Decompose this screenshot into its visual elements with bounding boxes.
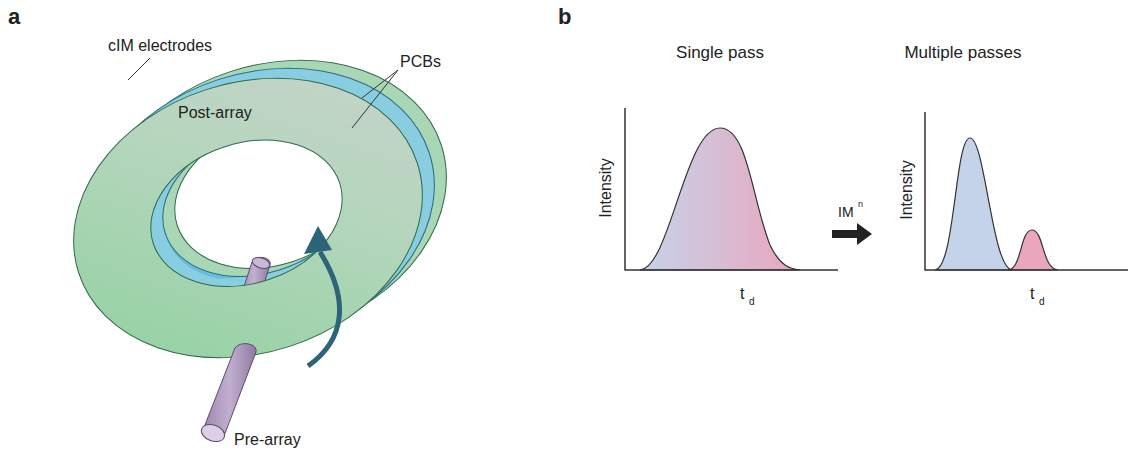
operation-label: IM: [838, 205, 854, 219]
peak-curve: [640, 128, 800, 270]
panel-title: Single pass: [676, 44, 764, 61]
leader-line: [352, 70, 398, 128]
leader-line: [128, 58, 150, 80]
axis-label: t: [1030, 286, 1034, 302]
panel-letter: b: [558, 6, 571, 28]
axis-label: Intensity: [899, 160, 915, 220]
leader-line: [362, 70, 398, 98]
axis-subscript: d: [749, 297, 755, 307]
peak-curve: [935, 138, 1012, 270]
axis-label: t: [740, 286, 744, 302]
transition-arrow: [832, 223, 872, 245]
axes: [625, 108, 838, 270]
panel-letter: a: [8, 6, 20, 28]
part-label: cIM electrodes: [108, 38, 212, 54]
axis-subscript: d: [1039, 297, 1045, 307]
flow-arrowhead: [304, 226, 332, 254]
flow-arrow: [308, 252, 340, 366]
axes: [925, 112, 1128, 270]
operation-superscript: n: [858, 200, 863, 209]
panel-title: Multiple passes: [904, 44, 1021, 61]
part-label: PCBs: [400, 54, 441, 70]
part-label: Pre-array: [234, 432, 301, 448]
part-label: Post-array: [178, 105, 252, 121]
peak-curve: [1008, 230, 1058, 270]
axis-label: Intensity: [598, 158, 614, 218]
pre-array-rod: [199, 344, 256, 445]
